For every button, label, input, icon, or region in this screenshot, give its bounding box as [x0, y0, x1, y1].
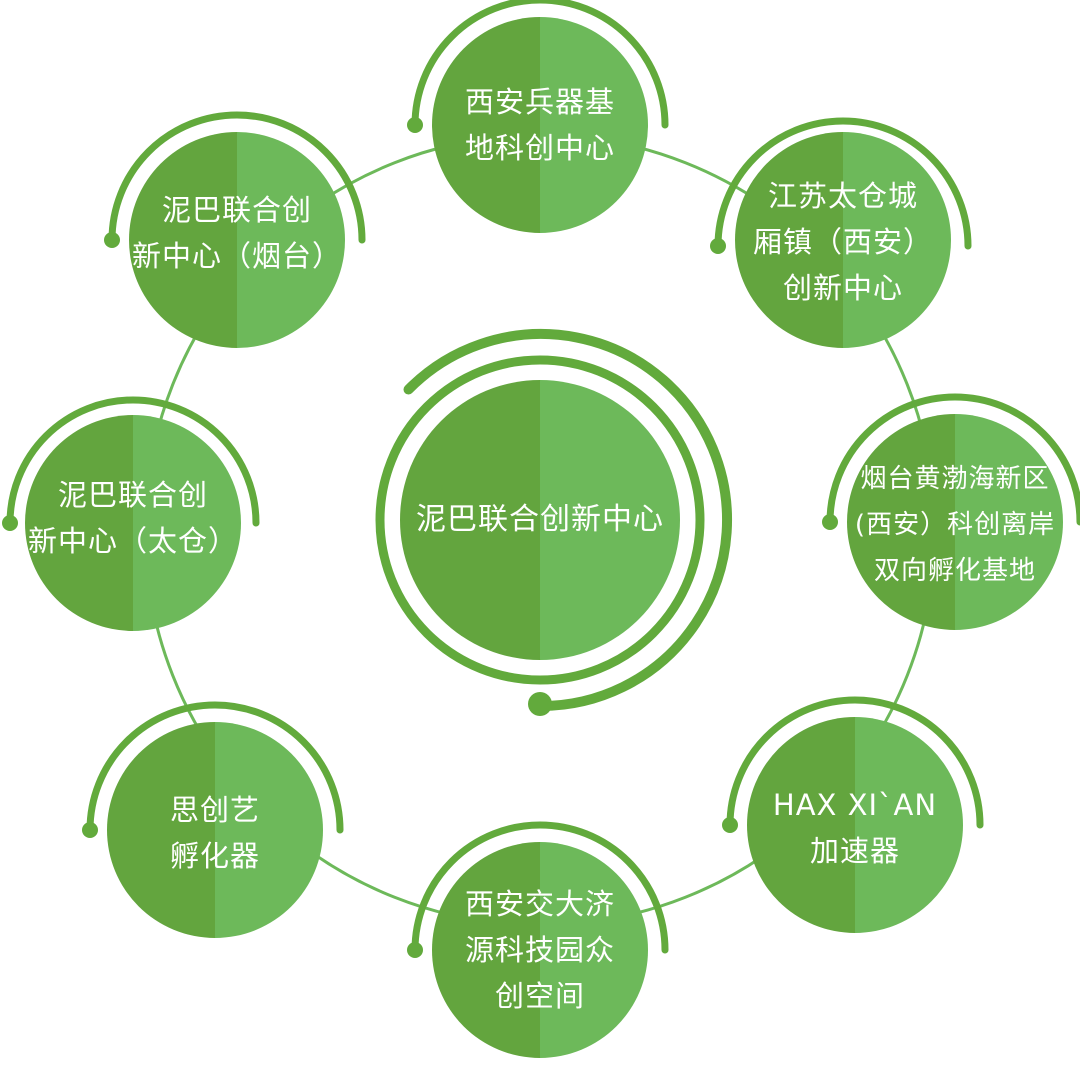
node-arc [826, 393, 1080, 526]
center-node [375, 329, 733, 716]
node-arc [726, 696, 984, 829]
node-arc [714, 117, 972, 250]
node-niba-taicang [2, 396, 260, 631]
node-arc-dot [407, 942, 423, 958]
center-inner-ring [375, 355, 705, 685]
node-arc [411, 0, 669, 129]
node-arc-dot [82, 822, 98, 838]
node-arc [108, 111, 366, 244]
node-xjtu-jiyuan [407, 821, 669, 1058]
node-arc [411, 821, 669, 954]
node-yantai-huangbohai [822, 393, 1080, 630]
node-niba-yantai [104, 111, 366, 348]
node-sichuangyi [82, 701, 344, 938]
node-arc-dot [822, 514, 838, 530]
node-arc [86, 701, 344, 834]
node-hax-xian [722, 696, 984, 933]
node-arc-dot [104, 232, 120, 248]
center-arc-dot [528, 692, 552, 716]
node-arc-dot [722, 817, 738, 833]
center-outer-arc [403, 329, 733, 712]
node-taicang-xian [710, 117, 972, 348]
node-arc [6, 396, 260, 527]
node-arc-dot [407, 117, 423, 133]
node-arc-dot [2, 515, 18, 531]
node-xian-weapons [407, 0, 669, 233]
node-arc-dot [710, 238, 726, 254]
